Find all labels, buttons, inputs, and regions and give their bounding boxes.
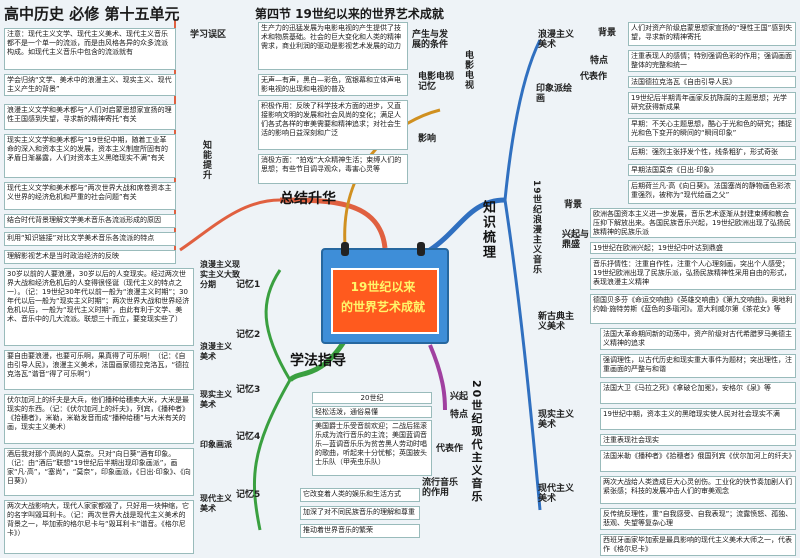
topic-periods: 浪漫主义现实主义大致分期 xyxy=(200,260,240,289)
label-memory-5: 记忆5 xyxy=(236,490,261,500)
label-bg: 背景 xyxy=(598,28,617,38)
summary-box-2: 学会归纳“文学、美术中的浪漫主义、现实主义、现代主义产生的背景” xyxy=(4,74,176,96)
summary-box-4: 现实主义文学和美术都与“19世纪中期，随着工业革命的深入和资本主义的发展，资本主… xyxy=(4,134,176,178)
music20-text-3: 它改变着人类的娱乐和生活方式 xyxy=(300,488,420,502)
branch-summary: 总结升华 xyxy=(280,191,336,207)
neoclassic-rep: 法国大卫《马拉之死》《拿破仑加冕》，安格尔《泉》等 xyxy=(600,382,796,404)
music20-text-2: 美国爵士乐受音前欢迎；二战后摇滚乐成为流行音乐的主流；美国蓝调音乐—蓝调音乐乐为… xyxy=(312,420,432,476)
label-20c-rise: 兴起 xyxy=(450,392,469,402)
summary-box-1: 注意：现代主义文学、现代主义美术、现代主义音乐都不是一个单一的流派，而是由风格各… xyxy=(4,28,176,70)
label-music-bg: 背景 xyxy=(564,200,583,210)
label-music-rise: 兴起与鼎盛 xyxy=(562,230,590,250)
section-title: 第四节 19世纪以来的世界艺术成就 xyxy=(255,7,444,21)
label-memory-4: 记忆4 xyxy=(236,432,261,442)
music20-text-0: 20世纪 xyxy=(312,392,432,404)
label-rep: 代表作 xyxy=(580,72,608,82)
film-text-2: 无声—有声，黑白—彩色，宽银幕和立体声电影电视的出现和电视的普及 xyxy=(258,74,408,96)
label-memory-3: 记忆3 xyxy=(236,385,261,395)
music20-text-4: 加深了对不同民族音乐的理解和尊重 xyxy=(300,506,420,520)
impress-bg: 19世纪后半期青年画家反抗陈腐的主题思想；光学研究获得新成果 xyxy=(628,92,796,114)
method-text-1: 30岁以前的人要浪漫，30岁以后的人变现实。经过两次世界大战和经济危机后的人变得… xyxy=(4,268,194,346)
summary-box-7: 利用“知识链接”对比文学美术音乐各流派的特点 xyxy=(4,232,176,246)
impress-late: 后期：强烈主张抒发个性，线条粗犷，形式奇张 xyxy=(628,146,796,160)
central-line1: 19世纪以来 xyxy=(350,280,416,294)
label-realist-art: 现实主义美术 xyxy=(538,410,575,430)
ring-icon xyxy=(417,242,425,256)
neoclassic-feat: 强调理性，以古代历史和现实重大事件为题材；突出理性，注重画面的严整与和谐 xyxy=(600,354,796,378)
label-20c-pop-role: 流行音乐的作用 xyxy=(422,478,459,498)
modern-feat: 反传统反理性，重“自我感受、自我表现”；流露愤怒、孤独、悲观、失望等复杂心理 xyxy=(600,508,796,530)
page-title: 高中历史 必修 第十五单元 xyxy=(4,5,180,23)
calendar-page xyxy=(331,268,439,334)
romantic-art-feat: 注重表现人的感情；特别强调色彩的作用；强调画面整体的完整和统一 xyxy=(628,50,796,72)
label-ability: 知能提升 xyxy=(201,140,211,180)
music20-text-5: 推动着世界音乐的繁荣 xyxy=(300,524,420,538)
music-rise: 19世纪在欧洲兴起；19世纪中叶达到鼎盛 xyxy=(590,242,796,254)
label-memory-2: 记忆2 xyxy=(236,330,261,340)
topic-modern-art: 现代主义美术 xyxy=(200,494,232,513)
label-20c-rep: 代表作 xyxy=(436,444,464,454)
label-impressionism: 印象派绘画 xyxy=(536,84,573,104)
central-topic: 19世纪以来 的世界艺术成就 xyxy=(313,240,453,350)
impress-rep-early: 早期法国莫奈《日出·印象》 xyxy=(628,164,796,176)
branch-method: 学法指导 xyxy=(290,353,346,369)
romantic-art-rep: 法国德拉克洛瓦《自由引导人民》 xyxy=(628,76,796,88)
branch-20c-music: 20世纪现代主义音乐 xyxy=(470,380,483,504)
realist-bg: 19世纪中期，资本主义的黑暗现实使人民对社会现实不满 xyxy=(600,408,796,430)
summary-box-5: 现代主义文学和美术都与“两次世界大战和席卷资本主义世界的经济危机和严重的社会问题… xyxy=(4,182,176,210)
realist-feat: 注重表现社会现实 xyxy=(600,434,796,446)
summary-box-8: 理解影视艺术是当时政治经济的反映 xyxy=(4,250,176,264)
method-text-5: 两次大战影响大，现代人家家都毁了，只好用一块伸缩，它的名字叫毁耳利卡。（记：两次… xyxy=(4,500,194,554)
music-bg: 欧洲各国资本主义进一步发展，音乐艺术逐渐从封建束缚和教会压抑下解放出来。各国民族… xyxy=(590,208,796,238)
topic-impressionism: 印象画派 xyxy=(200,440,232,449)
method-text-2: 要自由要浪漫，也要可乐啊，果真得了可乐啊！（记：《自由引导人民》，浪漫主义美术，… xyxy=(4,350,194,390)
label-film-memory: 电影电视记忆 xyxy=(418,72,455,92)
label-memory-1: 记忆1 xyxy=(236,280,261,290)
neoclassic-bg: 法国大革命期间新的动荡中，资产阶级对古代希腊罗马美德主义精神的追求 xyxy=(600,328,796,350)
method-text-3: 伏尔加河上的纤夫是大兵，他们播种给穗卖大米，大米是最现实的东西。（记：《伏尔加河… xyxy=(4,394,194,444)
label-study-trap: 学习误区 xyxy=(190,30,227,40)
impress-early: 早期：不关心主题思想，酷心于光和色的研究；捕捉光和色下变开的瞬间的“瞬间印象” xyxy=(628,118,796,142)
modern-rep: 西班牙画家毕加索是最具影响的现代主义美术大师之一，代表作《格尔尼卡》 xyxy=(600,534,796,556)
label-film: 电影电视 xyxy=(463,50,473,90)
summary-box-3: 浪漫主义文学和美术都与“人们对启蒙思想家宣扬的理性王国感到失望，寻求新的精神寄托… xyxy=(4,104,176,130)
label-film-impact: 影响 xyxy=(418,134,437,144)
modern-bg: 两次大战给人类造成巨大心灵创伤。工业化的快节奏加剧人们紧张感；科技的发展冲击人们… xyxy=(600,476,796,504)
film-text-3: 积极作用：反映了科学技术方面的进步，又直接影响文明的发展和社会风尚的变化；满足人… xyxy=(258,100,408,150)
label-romantic-art: 浪漫主义美术 xyxy=(538,30,575,50)
summary-box-6: 结合时代背景理解文学美术音乐各流派形成的原因 xyxy=(4,214,176,228)
label-feat: 特点 xyxy=(590,56,609,66)
music20-text-1: 轻松活泼，通俗易懂 xyxy=(312,406,432,418)
music-feat: 音乐抒情性：注重自作性，注重个人心理刻画，突出个人感受；19世纪欧洲出现了民族乐… xyxy=(590,258,796,290)
method-text-4: 酒后我对那个高尚的人莫奈。只对“向日葵”酒有印象。（记：由“酒后”联想“19世纪… xyxy=(4,448,194,496)
impress-rep-late: 后期荷兰凡·高《向日葵》。法国塞尚的静物画色彩浓重强烈，被称为“现代绘画之父” xyxy=(628,180,796,204)
label-20c-feature: 特点 xyxy=(450,410,469,420)
film-text-4: 消极方面：“拍戏”大众精神生活；束缚人们的思想；有些节目调寻观众，毒害心灵等 xyxy=(258,154,408,184)
label-modern-art: 现代主义美术 xyxy=(538,484,575,504)
central-line2: 的世界艺术成就 xyxy=(340,300,425,314)
branch-knowledge: 知识梳理 xyxy=(480,200,495,260)
music-rep: 德国贝多芬《命运交响曲》《英雄交响曲》《第九交响曲》。奥地利约翰·施特劳斯《蓝色… xyxy=(590,294,796,324)
topic-realist-art: 现实主义美术 xyxy=(200,390,232,409)
topic-romantic-art: 浪漫主义美术 xyxy=(200,342,232,361)
realist-rep: 法国米勒《播种者》《拾穗者》俄国列宾《伏尔加河上的纤夫》 xyxy=(600,450,796,472)
romantic-art-bg: 人们对资产阶级启蒙思想家宣扬的“理性王国”感到失望，寻求新的精神寄托 xyxy=(628,22,796,46)
label-film-bg: 产生与发展的条件 xyxy=(412,30,449,50)
film-text-1: 生产力的迅猛发展为电影电视的产生提供了技术和物质基础。社会的巨大变化和人类的精神… xyxy=(258,22,408,70)
ring-icon xyxy=(341,242,349,256)
label-romantic-music: 19世纪浪漫主义音乐 xyxy=(531,180,541,275)
label-neoclassical: 新古典主义美术 xyxy=(538,312,575,332)
